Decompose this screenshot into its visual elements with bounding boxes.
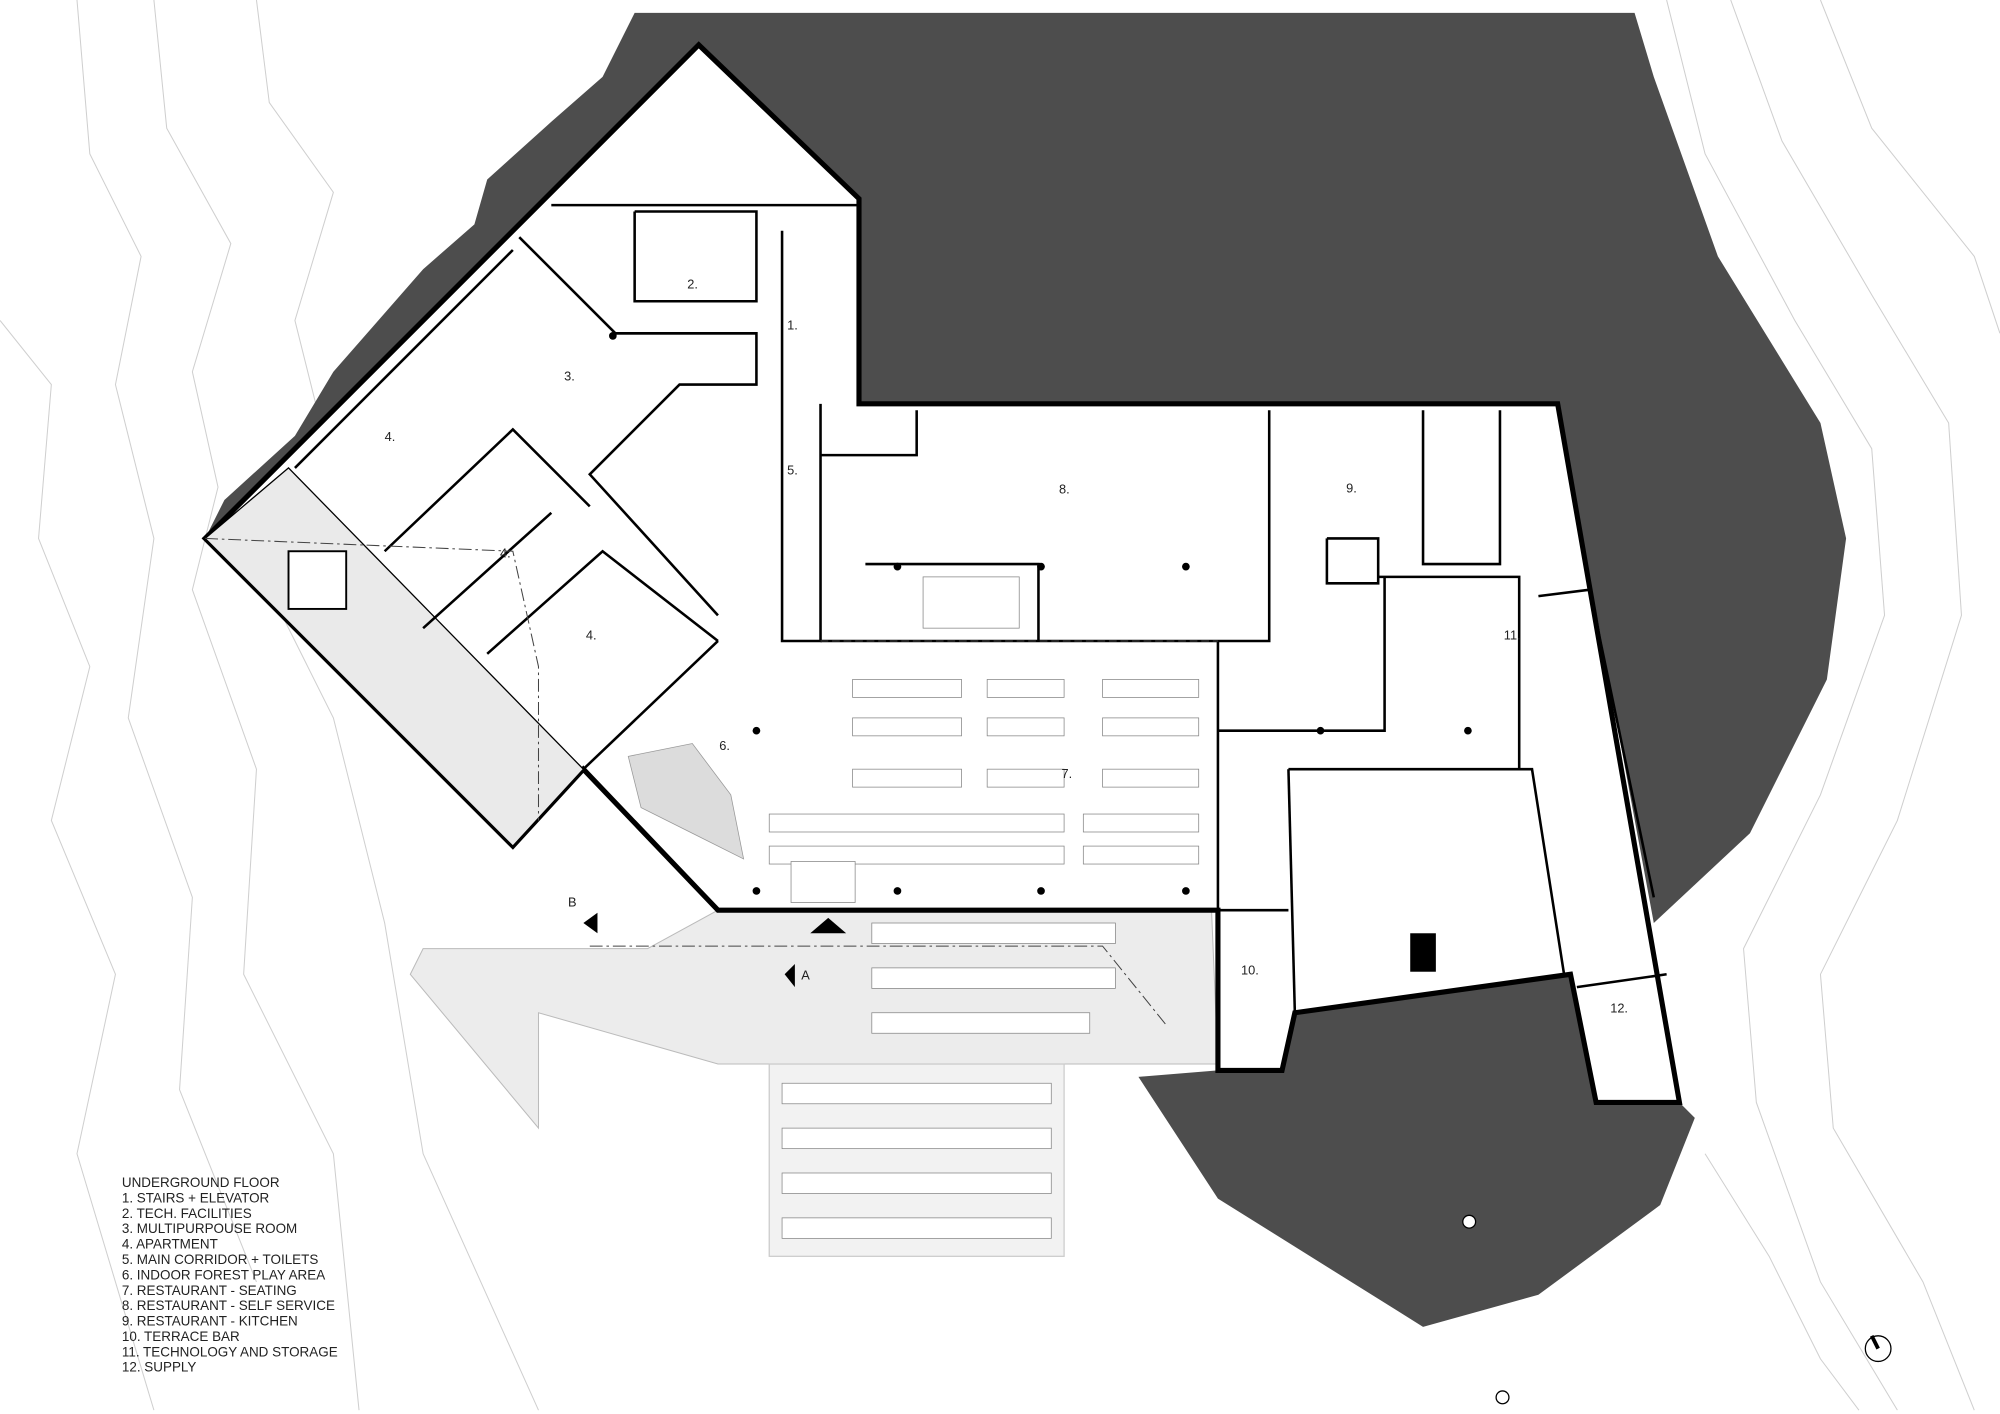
legend: UNDERGROUND FLOOR 1. STAIRS + ELEVATOR 2…: [122, 1175, 338, 1375]
entrance-marker: [810, 917, 847, 934]
legend-item: 2. TECH. FACILITIES: [122, 1206, 252, 1221]
legend-item: 7. RESTAURANT - SEATING: [122, 1283, 297, 1298]
section-line: [205, 537, 540, 821]
room-label-3: 3.: [564, 369, 575, 384]
kitchen-block: [1410, 933, 1436, 972]
room-label-5: 5.: [787, 462, 798, 477]
legend-item: 6. INDOOR FOREST PLAY AREA: [122, 1267, 325, 1282]
survey-point: [1462, 1214, 1477, 1229]
rock-mass-upper: [205, 12, 1847, 924]
room-label-4a: 4.: [385, 429, 396, 444]
room-labels: 1. 2. 3. 4. 4. 4. 5. 6. 7. 8. 9. 10. 11.…: [385, 276, 1628, 1015]
legend-item: 5. MAIN CORRIDOR + TOILETS: [122, 1252, 319, 1267]
room-label-8: 8.: [1059, 482, 1070, 497]
room-label-10: 10.: [1241, 962, 1259, 977]
legend-item: 4. APARTMENT: [122, 1237, 218, 1252]
legend-item: 11. TECHNOLOGY AND STORAGE: [122, 1344, 338, 1359]
room-label-2: 2.: [687, 276, 698, 291]
legend-title: UNDERGROUND FLOOR: [122, 1175, 280, 1190]
legend-item: 12. SUPPLY: [122, 1360, 197, 1375]
north-arrow-icon: [1864, 1334, 1892, 1363]
section-label-a: A: [801, 967, 810, 982]
room-label-11: 11.: [1504, 628, 1521, 643]
legend-item: 8. RESTAURANT - SELF SERVICE: [122, 1298, 335, 1313]
section-line-a: [589, 945, 1168, 1026]
room-label-9: 9.: [1346, 480, 1357, 495]
section-label-b: B: [568, 894, 577, 909]
legend-item: 1. STAIRS + ELEVATOR: [122, 1190, 270, 1205]
building-footprint: [201, 41, 1683, 1106]
terrace-tables: [781, 922, 1116, 1239]
restaurant-tables: [768, 576, 1200, 903]
room-label-1: 1.: [787, 317, 798, 332]
legend-item: 10. TERRACE BAR: [122, 1329, 240, 1344]
room-label-4c: 4.: [586, 628, 597, 643]
interior-walls: [294, 203, 1667, 1013]
rock-mass-lower: [1138, 974, 1695, 1327]
section-marker-a-arrow: [784, 964, 795, 988]
room-label-7: 7.: [1062, 766, 1073, 781]
section-marker-b-arrow: [583, 912, 598, 934]
survey-point-bottom: [1495, 1390, 1510, 1405]
room-label-4b: 4.: [500, 546, 511, 561]
room-label-6: 6.: [719, 738, 730, 753]
legend-item: 9. RESTAURANT - KITCHEN: [122, 1314, 298, 1329]
legend-item: 3. MULTIPURPOUSE ROOM: [122, 1221, 297, 1236]
room-label-12: 12.: [1610, 1001, 1628, 1016]
play-area-mound: [627, 743, 745, 860]
outdoor-pool: [287, 550, 348, 610]
